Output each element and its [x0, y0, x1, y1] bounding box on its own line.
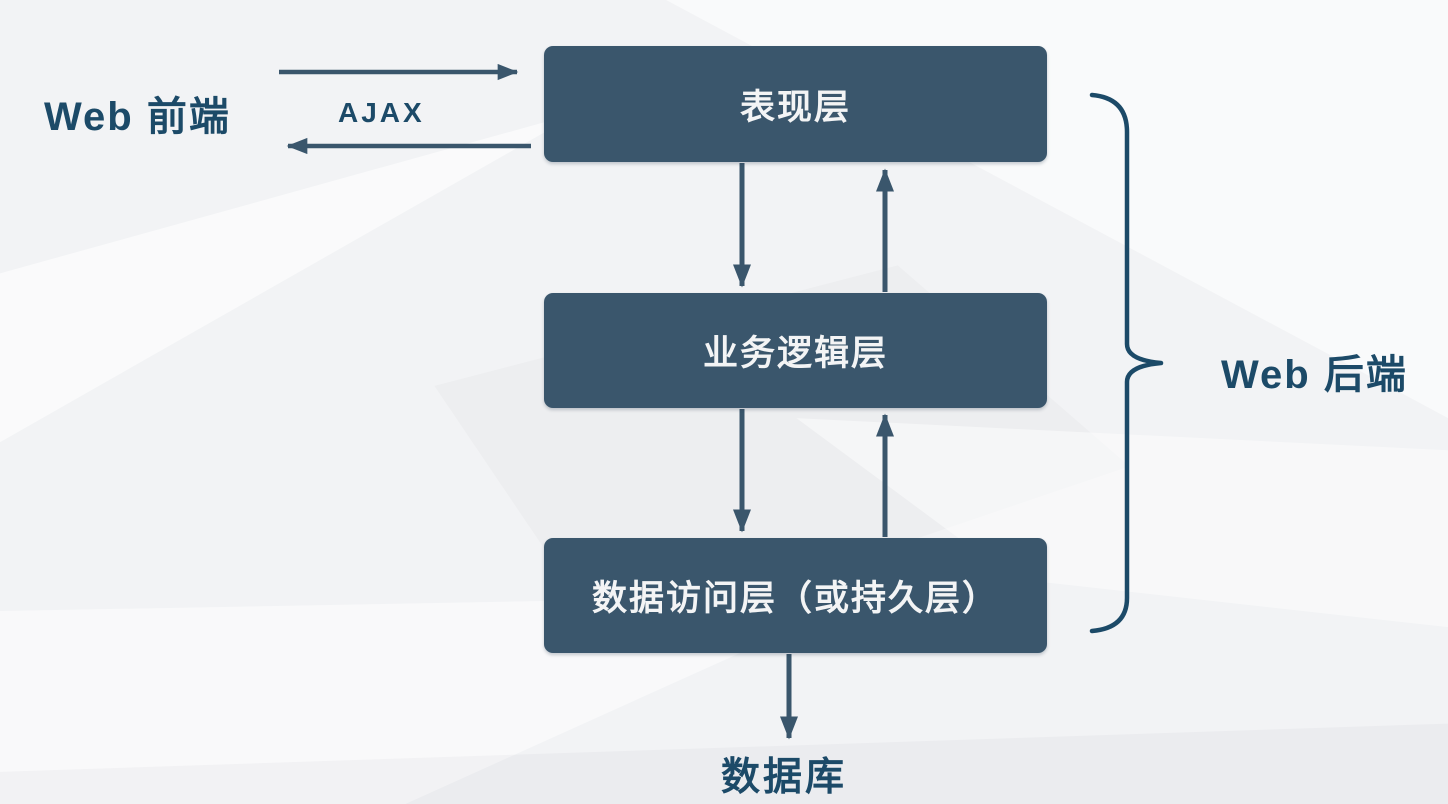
- backend-label: Web 后端: [1221, 353, 1408, 397]
- layer-label-data-access: 数据访问层（或持久层）: [591, 579, 999, 618]
- database-label: 数据库: [721, 756, 848, 799]
- frontend-label: Web 前端: [44, 95, 231, 139]
- layer-box-presentation: 表现层: [544, 46, 1047, 162]
- backend-brace: [1089, 92, 1164, 634]
- layer-label-presentation: 表现层: [739, 87, 851, 127]
- layer-box-data-access: 数据访问层（或持久层）: [544, 538, 1047, 653]
- layer-box-business-logic: 业务逻辑层: [544, 293, 1047, 408]
- layer-label-business-logic: 业务逻辑层: [702, 334, 888, 373]
- ajax-label: AJAX: [338, 97, 425, 128]
